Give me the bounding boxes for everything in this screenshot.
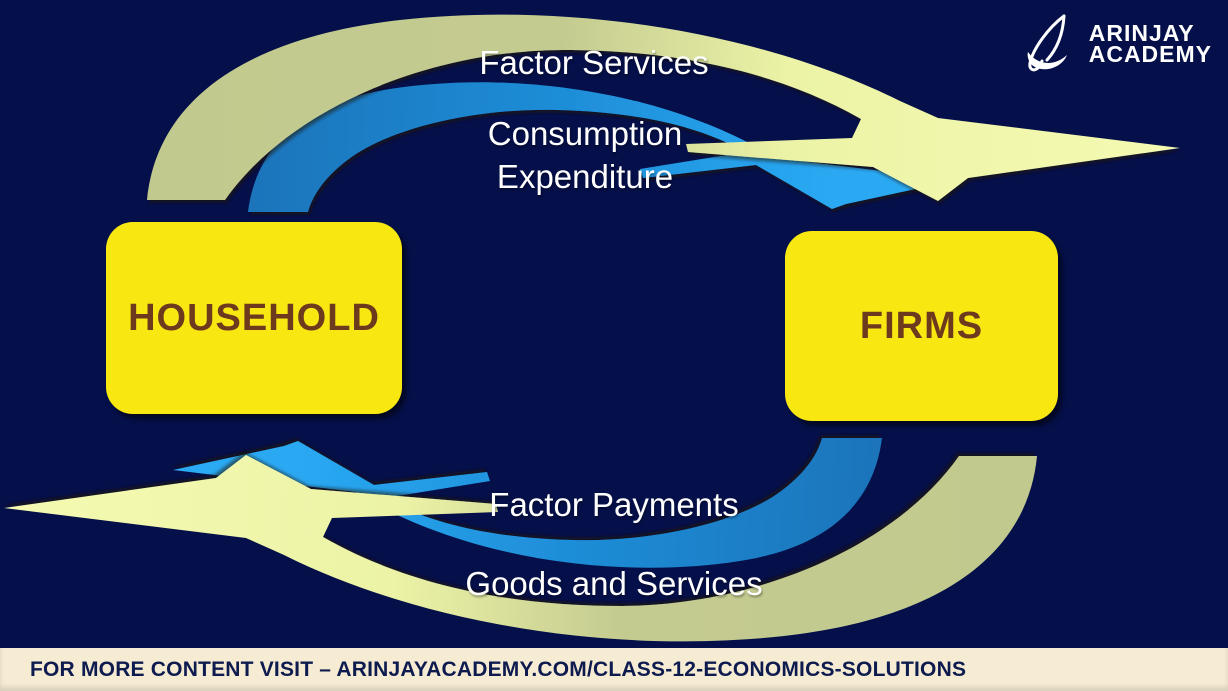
goods-and-services-label: Goods and Services xyxy=(465,565,763,602)
footer-text: FOR MORE CONTENT VISIT – ARINJAYACADEMY.… xyxy=(30,657,967,681)
firms-node: FIRMS xyxy=(785,231,1058,421)
arinjay-logo-line1: ARINJAY xyxy=(1088,20,1195,46)
household-label: HOUSEHOLD xyxy=(128,296,380,339)
arinjay-academy-logo: ARINJAY ACADEMY xyxy=(1023,13,1212,75)
firms-label: FIRMS xyxy=(859,304,984,347)
household-node: HOUSEHOLD xyxy=(106,222,402,414)
factor-services-label: Factor Services xyxy=(479,44,709,81)
consumption-expenditure-line1: Consumption xyxy=(487,115,683,152)
consumption-expenditure-arrow xyxy=(248,82,957,212)
arinjay-logo-line2: ACADEMY xyxy=(1088,41,1212,67)
factor-payments-label: Factor Payments xyxy=(489,486,739,523)
consumption-expenditure-label: Consumption Expenditure xyxy=(488,112,682,198)
footer-banner: FOR MORE CONTENT VISIT – ARINJAYACADEMY.… xyxy=(0,648,1228,691)
consumption-expenditure-line2: Expenditure xyxy=(496,158,674,195)
arinjay-logo-text: ARINJAY ACADEMY xyxy=(1088,20,1212,67)
arinjay-logo-icon xyxy=(1027,14,1067,72)
factor-services-arrow xyxy=(147,14,1180,201)
